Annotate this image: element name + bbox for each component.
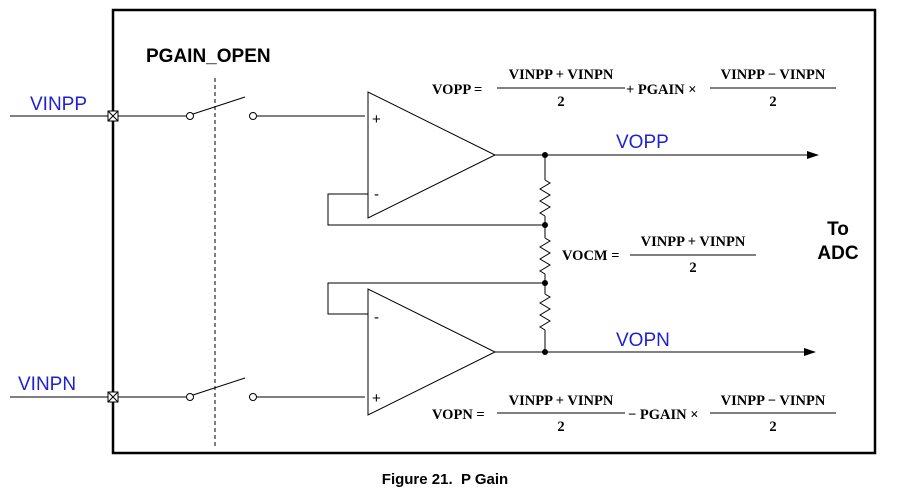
- junction-upper-feedback: [542, 222, 548, 228]
- lower-feedback-wire: [327, 282, 545, 315]
- vopn-eq-operator: − PGAIN ×: [628, 407, 699, 423]
- upper-opamp-plus: +: [372, 111, 381, 128]
- junction-lower-feedback: [542, 280, 548, 286]
- junction-vopp: [542, 152, 548, 158]
- vopp-eq-operator: + PGAIN ×: [626, 82, 697, 98]
- vopn-eq-term2-den: 2: [769, 419, 776, 435]
- vopp-eq-lhs: VOPP =: [432, 82, 482, 98]
- block-outline: [111, 8, 877, 455]
- vopn-eq-term2-num: VINPP − VINPN: [721, 393, 826, 409]
- vopn-eq-term1-den: 2: [557, 419, 564, 435]
- vopp-label: VOPP: [616, 132, 669, 153]
- lower-opamp-plus: +: [372, 390, 381, 407]
- vinpp-label: VINPP: [30, 94, 87, 115]
- vopn-eq-term1-num: VINPP + VINPN: [509, 393, 614, 409]
- vinpp-pin: [107, 110, 119, 122]
- lower-opamp: [367, 288, 497, 416]
- figure-caption: Figure 21. P Gain: [382, 471, 508, 488]
- vopp-eq-term2-num: VINPP − VINPN: [721, 67, 826, 83]
- vinpn-label: VINPN: [18, 374, 76, 395]
- vopp-eq-term1-den: 2: [557, 94, 564, 110]
- resistor-ladder: [539, 155, 551, 352]
- control-label: PGAIN_OPEN: [146, 46, 271, 67]
- vocm-eq-lhs: VOCM =: [562, 248, 620, 264]
- vopp-eq-term1-num: VINPP + VINPN: [509, 67, 614, 83]
- resistor-middle: [539, 237, 551, 275]
- destination-adc-label: ADC: [817, 243, 858, 264]
- vopp-eq-term2-den: 2: [769, 94, 776, 110]
- vopn-eq-lhs: VOPN =: [432, 407, 485, 423]
- upper-switch: [118, 96, 365, 120]
- upper-feedback-wire: [327, 193, 545, 226]
- vocm-eq-num: VINPP + VINPN: [641, 234, 746, 250]
- upper-opamp-minus: -: [374, 186, 379, 203]
- resistor-top: [539, 179, 551, 217]
- lower-switch: [118, 377, 365, 401]
- upper-opamp: [367, 91, 497, 219]
- junction-vopn: [542, 349, 548, 355]
- vopn-label: VOPN: [616, 330, 670, 351]
- lower-opamp-minus: -: [374, 309, 379, 326]
- destination-to-label: To: [827, 219, 849, 240]
- vinpn-pin: [107, 391, 119, 403]
- vocm-eq-den: 2: [689, 260, 696, 276]
- resistor-bottom: [539, 293, 551, 331]
